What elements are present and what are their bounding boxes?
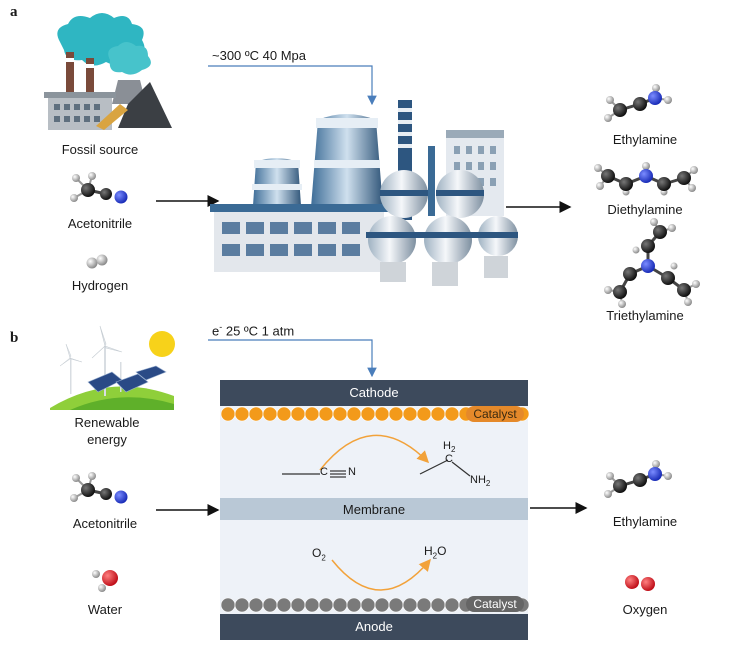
catalyst-bead [220,406,236,422]
water-molecule-icon [92,570,118,592]
electron-charge: - [219,322,223,332]
catalyst-tag-bottom [466,596,524,612]
amine-carbon: C [445,453,453,465]
condition-arrow-a [208,65,377,106]
catalyst-bead [318,406,334,422]
catalyst-bead [444,406,460,422]
ethylamine-label-b: Ethylamine [612,514,678,529]
anode-label: Anode [355,619,393,634]
o2-formula: O2 [312,546,326,563]
catalyst-bead [304,406,320,422]
acetonitrile-label-b: Acetonitrile [72,516,138,531]
catalyst-bead [360,406,376,422]
catalyst-bead [374,406,390,422]
triethylamine-molecule-icon [604,218,700,308]
conditions-a: ~300 ºC 40 Mpa [212,48,307,63]
catalyst-bead [388,597,404,613]
diethylamine-label: Diethylamine [607,202,683,217]
acetonitrile-label-a: Acetonitrile [67,216,133,231]
catalyst-bead [290,597,306,613]
oxygen-molecule-icon [625,575,655,591]
catalyst-bead [444,597,460,613]
ethylamine-label-a: Ethylamine [612,132,678,147]
catalyst-bead [248,406,264,422]
electron-symbol: e [212,323,220,339]
catalyst-bead [430,406,446,422]
hydrogen-molecule-icon [86,254,108,269]
catalyst-bead [346,597,362,613]
nitrile-structure [282,470,346,478]
catalyst-bead [318,597,334,613]
catalyst-bead [374,597,390,613]
catalyst-bead [234,597,250,613]
catalyst-layer-bottom [220,597,530,613]
renewable-energy-label: Renewable energy [52,414,162,448]
fossil-factory-icon [44,13,172,130]
panel-label-b: b [10,330,19,346]
nitrile-carbon: C [320,466,328,478]
catalyst-bead [332,597,348,613]
catalyst-bead [262,597,278,613]
conditions-b: e- 25 ºC 1 atm [212,322,294,338]
hydrogen-label: Hydrogen [71,278,129,293]
catalyst-bead [304,597,320,613]
anode-bar [220,614,528,640]
catalyst-bead [276,597,292,613]
catalyst-bead [416,597,432,613]
oxygen-label: Oxygen [622,602,668,617]
amine-structure [419,459,471,477]
membrane-label: Membrane [342,502,406,517]
water-label: Water [87,602,123,617]
chemical-plant-icon [210,100,518,286]
condition-arrow-b [208,339,377,378]
ethylamine-molecule-icon-b [604,460,672,498]
catalyst-bead [402,406,418,422]
renewable-energy-icon [50,325,175,410]
membrane-bar [220,498,528,520]
catalyst-bead [262,406,278,422]
catalyst-label-bottom: Catalyst [473,597,517,611]
renewable-line1: Renewable [74,415,140,430]
catalyst-bead [332,406,348,422]
amine-nh2: NH2 [470,474,491,489]
cathode-reaction-arrow [319,434,430,471]
acetonitrile-molecule-icon [70,172,128,204]
catalyst-bead [402,597,418,613]
anode-reaction-arrow [331,558,431,591]
catalyst-bead [220,597,236,613]
ethylamine-molecule-icon [604,84,672,122]
catalyst-bead [234,406,250,422]
acetonitrile-molecule-icon-b [70,472,128,504]
panel-label-a: a [10,4,18,20]
catalyst-bead [276,406,292,422]
triethylamine-label: Triethylamine [606,308,684,323]
fossil-source-label: Fossil source [61,142,139,157]
cathode-bar [220,380,528,406]
catalyst-bead [388,406,404,422]
catalyst-bead [360,597,376,613]
h2o-formula: H2O [424,544,447,561]
amine-h2: H2 [443,440,456,455]
nitrile-nitrogen: N [348,466,356,478]
catalyst-label-top: Catalyst [473,407,517,421]
catalyst-bead [416,406,432,422]
cathode-label: Cathode [349,385,399,400]
catalyst-bead [430,597,446,613]
catalyst-bead [248,597,264,613]
catalyst-bead [290,406,306,422]
conditions-b-values: 25 ºC 1 atm [225,323,295,339]
diethylamine-molecule-icon [594,162,698,196]
catalyst-bead [346,406,362,422]
renewable-line2: energy [87,432,127,447]
catalyst-tag-top [466,406,524,422]
